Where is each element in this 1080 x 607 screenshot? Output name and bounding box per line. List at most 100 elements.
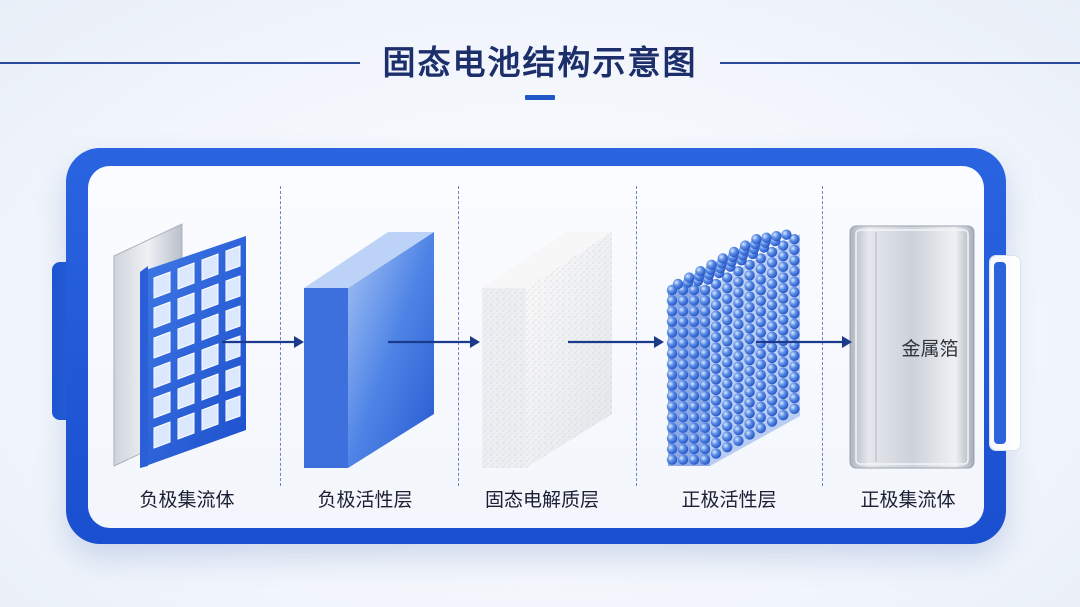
sphere xyxy=(789,276,800,287)
sphere xyxy=(722,367,733,379)
sphere xyxy=(766,352,778,364)
sphere xyxy=(706,259,717,270)
sphere xyxy=(789,361,800,372)
sphere xyxy=(733,329,744,340)
sphere xyxy=(789,329,800,340)
sphere xyxy=(778,325,789,336)
sphere xyxy=(666,422,678,433)
sphere xyxy=(699,337,711,349)
sphere xyxy=(710,342,722,353)
sphere xyxy=(699,412,711,423)
sphere xyxy=(766,405,778,417)
title-rule-right xyxy=(720,62,1080,64)
sphere xyxy=(710,278,722,290)
sphere xyxy=(766,416,778,427)
sphere xyxy=(699,369,711,380)
sphere xyxy=(666,443,678,455)
sphere xyxy=(666,295,678,306)
sphere xyxy=(722,442,733,453)
sphere xyxy=(789,371,800,383)
arrow-2 xyxy=(388,336,480,348)
sphere xyxy=(755,338,766,349)
sphere xyxy=(677,337,689,349)
arrow-1 xyxy=(222,336,304,348)
sphere xyxy=(710,353,722,364)
cathode-active-layer-graphic xyxy=(666,229,800,466)
sphere xyxy=(778,367,789,378)
sphere xyxy=(677,390,689,402)
sphere xyxy=(666,306,678,317)
sphere xyxy=(744,418,755,429)
sphere xyxy=(699,316,711,327)
sphere xyxy=(710,363,722,374)
sphere xyxy=(755,401,766,412)
sphere xyxy=(688,443,700,455)
sphere xyxy=(688,412,700,423)
sphere xyxy=(710,427,722,438)
sphere xyxy=(688,390,700,402)
metal-foil-label: 金属箔 xyxy=(901,338,959,360)
sphere xyxy=(778,282,789,294)
sphere xyxy=(771,231,782,242)
sphere xyxy=(677,316,689,327)
sphere xyxy=(684,272,695,283)
sphere xyxy=(699,284,711,296)
sphere xyxy=(710,384,722,396)
sphere xyxy=(766,278,778,289)
sphere xyxy=(778,346,789,357)
sphere xyxy=(755,422,766,434)
sphere xyxy=(677,433,689,444)
divider-1 xyxy=(280,186,281,486)
sphere xyxy=(744,429,755,440)
sphere xyxy=(740,240,751,251)
sphere xyxy=(666,316,678,327)
sphere xyxy=(677,401,689,412)
sphere xyxy=(710,310,722,321)
sphere xyxy=(744,312,755,323)
sphere xyxy=(778,314,789,325)
sphere xyxy=(733,350,744,362)
sphere xyxy=(744,280,755,292)
sphere xyxy=(666,380,678,391)
sphere xyxy=(666,327,678,338)
sphere xyxy=(699,390,711,402)
sphere xyxy=(744,302,755,313)
sphere xyxy=(699,454,711,465)
sphere xyxy=(766,363,778,374)
sphere xyxy=(744,344,755,355)
sphere xyxy=(688,337,700,349)
sphere xyxy=(789,393,800,404)
sphere xyxy=(744,408,755,419)
sphere xyxy=(722,399,733,410)
sphere xyxy=(789,287,800,298)
sphere xyxy=(789,350,800,361)
divider-2 xyxy=(458,186,459,486)
sphere xyxy=(688,295,700,306)
sphere xyxy=(766,384,778,395)
sphere xyxy=(722,283,733,294)
sphere xyxy=(722,420,733,432)
sphere xyxy=(722,304,733,315)
sphere xyxy=(699,401,711,412)
sphere xyxy=(755,391,766,402)
sphere xyxy=(733,393,744,404)
sphere xyxy=(778,410,789,421)
sphere xyxy=(722,431,733,442)
label-cathode-current-collector: 正极集流体 xyxy=(860,489,956,511)
sphere xyxy=(699,348,711,359)
sphere xyxy=(733,372,744,383)
sphere xyxy=(778,399,789,410)
sphere xyxy=(722,325,733,336)
solid-electrolyte-graphic xyxy=(482,232,612,468)
sphere xyxy=(699,359,711,370)
cathode-current-collector-graphic xyxy=(849,225,975,469)
sphere xyxy=(688,422,700,433)
sphere xyxy=(755,327,766,338)
sphere xyxy=(666,348,678,359)
sphere xyxy=(677,380,689,391)
sphere xyxy=(666,454,678,465)
sphere xyxy=(677,454,689,465)
sphere xyxy=(688,369,700,380)
sphere xyxy=(688,359,700,370)
